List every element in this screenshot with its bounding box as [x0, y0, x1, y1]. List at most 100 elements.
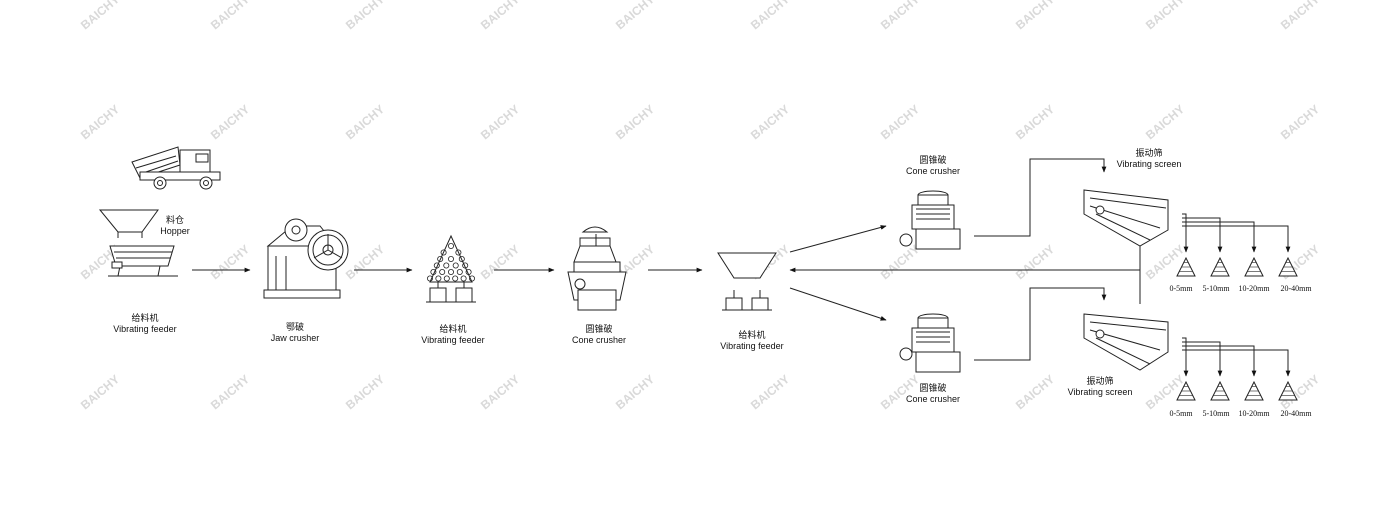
watermark-logo: BAICHY	[78, 372, 122, 412]
arrow-feeder-to-cone-top	[789, 225, 887, 253]
pebble	[455, 249, 462, 256]
outlet-arrow-top-2	[1182, 221, 1257, 253]
product-pile-bottom-0-icon	[1176, 380, 1196, 401]
watermark-logo: BAICHY	[878, 102, 922, 142]
arrow-feeder-to-cone-bottom	[789, 287, 887, 321]
label-feeder-3-cn: 给料机	[738, 330, 766, 340]
watermark-logo: BAICHY	[343, 102, 387, 142]
pebble	[430, 268, 437, 275]
label-hopper-cn: 料仓	[165, 215, 184, 225]
pebble	[433, 262, 440, 269]
watermark-logo: BAICHY	[78, 102, 122, 142]
outlet-arrow-bottom-2	[1182, 345, 1257, 377]
watermark-logo: BAICHY	[343, 242, 387, 282]
arrow-cone-top-to-screen	[974, 158, 1107, 237]
label-feeder-3: 给料机 Vibrating feeder	[720, 330, 783, 352]
label-feeder-2-en: Vibrating feeder	[421, 335, 485, 345]
vibrating-screen-top-icon	[1083, 189, 1169, 247]
label-cone-crusher-1: 圆锥破 Cone crusher	[572, 324, 626, 346]
product-pile-top-1-icon	[1210, 256, 1230, 277]
watermark-logo: BAICHY	[1143, 102, 1187, 142]
pebble	[447, 268, 454, 275]
watermark-logo: BAICHY	[1013, 0, 1057, 32]
label-vibrating-screen-bottom-en: Vibrating screen	[1067, 387, 1133, 397]
label-vibrating-screen-bottom: 振动筛 Vibrating screen	[1068, 376, 1133, 398]
watermark-logo: BAICHY	[748, 102, 792, 142]
pebble	[460, 275, 467, 282]
watermark-logo: BAICHY	[78, 0, 122, 32]
outlet-arrow-top-3	[1182, 225, 1291, 253]
size-label-bottom-1: 5-10mm	[1202, 409, 1230, 418]
label-cone-crusher-top: 圆锥破 Cone crusher	[906, 155, 960, 177]
watermark-logo: BAICHY	[1278, 0, 1322, 32]
label-cone-crusher-bottom-cn: 圆锥破	[919, 383, 947, 393]
label-feeder-1: 给料机 Vibrating feeder	[113, 313, 176, 335]
pebble	[468, 275, 475, 282]
watermark-logo: BAICHY	[878, 0, 922, 32]
label-cone-crusher-top-cn: 圆锥破	[919, 155, 947, 165]
pebble	[447, 255, 454, 262]
product-pile-top-3-icon	[1278, 256, 1298, 277]
size-label-top-3: 20-40mm	[1280, 284, 1312, 293]
watermark-logo: BAICHY	[613, 0, 657, 32]
watermark-logo: BAICHY	[1278, 102, 1322, 142]
pebble	[465, 268, 472, 275]
watermark-logo: BAICHY	[1013, 372, 1057, 412]
watermark-logo: BAICHY	[748, 372, 792, 412]
label-hopper: 料仓 Hopper	[160, 215, 190, 237]
vibrating-feeder-1-icon	[108, 245, 178, 277]
jaw-crusher-icon	[263, 218, 349, 299]
pebble	[452, 262, 459, 269]
label-vibrating-screen-top: 振动筛 Vibrating screen	[1117, 148, 1182, 170]
watermark-logo: BAICHY	[613, 102, 657, 142]
watermark-logo: BAICHY	[208, 242, 252, 282]
label-feeder-1-cn: 给料机	[131, 313, 159, 323]
label-cone-crusher-1-en: Cone crusher	[571, 335, 627, 345]
label-cone-crusher-top-en: Cone crusher	[905, 166, 961, 176]
label-feeder-2-cn: 给料机	[439, 324, 467, 334]
watermark-logo: BAICHY	[1013, 242, 1057, 282]
outlet-arrow-top-0	[1182, 213, 1189, 253]
size-label-bottom-2: 10-20mm	[1238, 409, 1270, 418]
watermark-logo: BAICHY	[343, 372, 387, 412]
size-label-top-0: 0-5mm	[1169, 284, 1193, 293]
pebble	[443, 262, 450, 269]
vibrating-screen-bottom-icon	[1083, 313, 1169, 371]
watermark-logo: BAICHY	[478, 372, 522, 412]
product-pile-top-0-icon	[1176, 256, 1196, 277]
hopper-icon	[98, 209, 159, 238]
product-pile-bottom-1-icon	[1210, 380, 1230, 401]
outlet-arrow-top-1	[1182, 217, 1223, 253]
cone-crusher-1-icon	[567, 226, 627, 311]
label-cone-crusher-bottom-en: Cone crusher	[905, 394, 961, 404]
label-feeder-3-en: Vibrating feeder	[720, 341, 784, 351]
vibrating-feeder-3-icon	[717, 252, 777, 311]
label-cone-crusher-1-cn: 圆锥破	[585, 324, 613, 334]
watermark-logo: BAICHY	[208, 102, 252, 142]
product-outlets	[1176, 213, 1298, 401]
dump-truck-icon	[131, 146, 221, 190]
watermark-logo: BAICHY	[478, 102, 522, 142]
cone-crusher-bottom-icon	[899, 313, 961, 373]
watermark-logo: BAICHY	[208, 372, 252, 412]
pebble	[435, 275, 442, 282]
watermark-logo: BAICHY	[1013, 102, 1057, 142]
pebble	[426, 275, 433, 282]
size-label-top-2: 10-20mm	[1238, 284, 1270, 293]
watermark-logo: BAICHY	[613, 372, 657, 412]
product-pile-top-2-icon	[1244, 256, 1264, 277]
label-vibrating-screen-top-cn: 振动筛	[1135, 148, 1163, 158]
label-hopper-en: Hopper	[160, 226, 190, 236]
size-label-bottom-0: 0-5mm	[1169, 409, 1193, 418]
pebble	[452, 275, 459, 282]
flow-connectors	[192, 158, 1141, 361]
watermark-logo: BAICHY	[208, 0, 252, 32]
pebble	[437, 255, 444, 262]
label-jaw-crusher-cn: 鄂破	[285, 322, 305, 332]
arrow-cone-bottom-to-screen	[974, 287, 1107, 361]
label-jaw-crusher-en: Jaw crusher	[270, 333, 320, 343]
watermark-logo: BAICHY	[1143, 0, 1187, 32]
pebble	[440, 249, 447, 256]
watermark-logo: BAICHY	[748, 0, 792, 32]
